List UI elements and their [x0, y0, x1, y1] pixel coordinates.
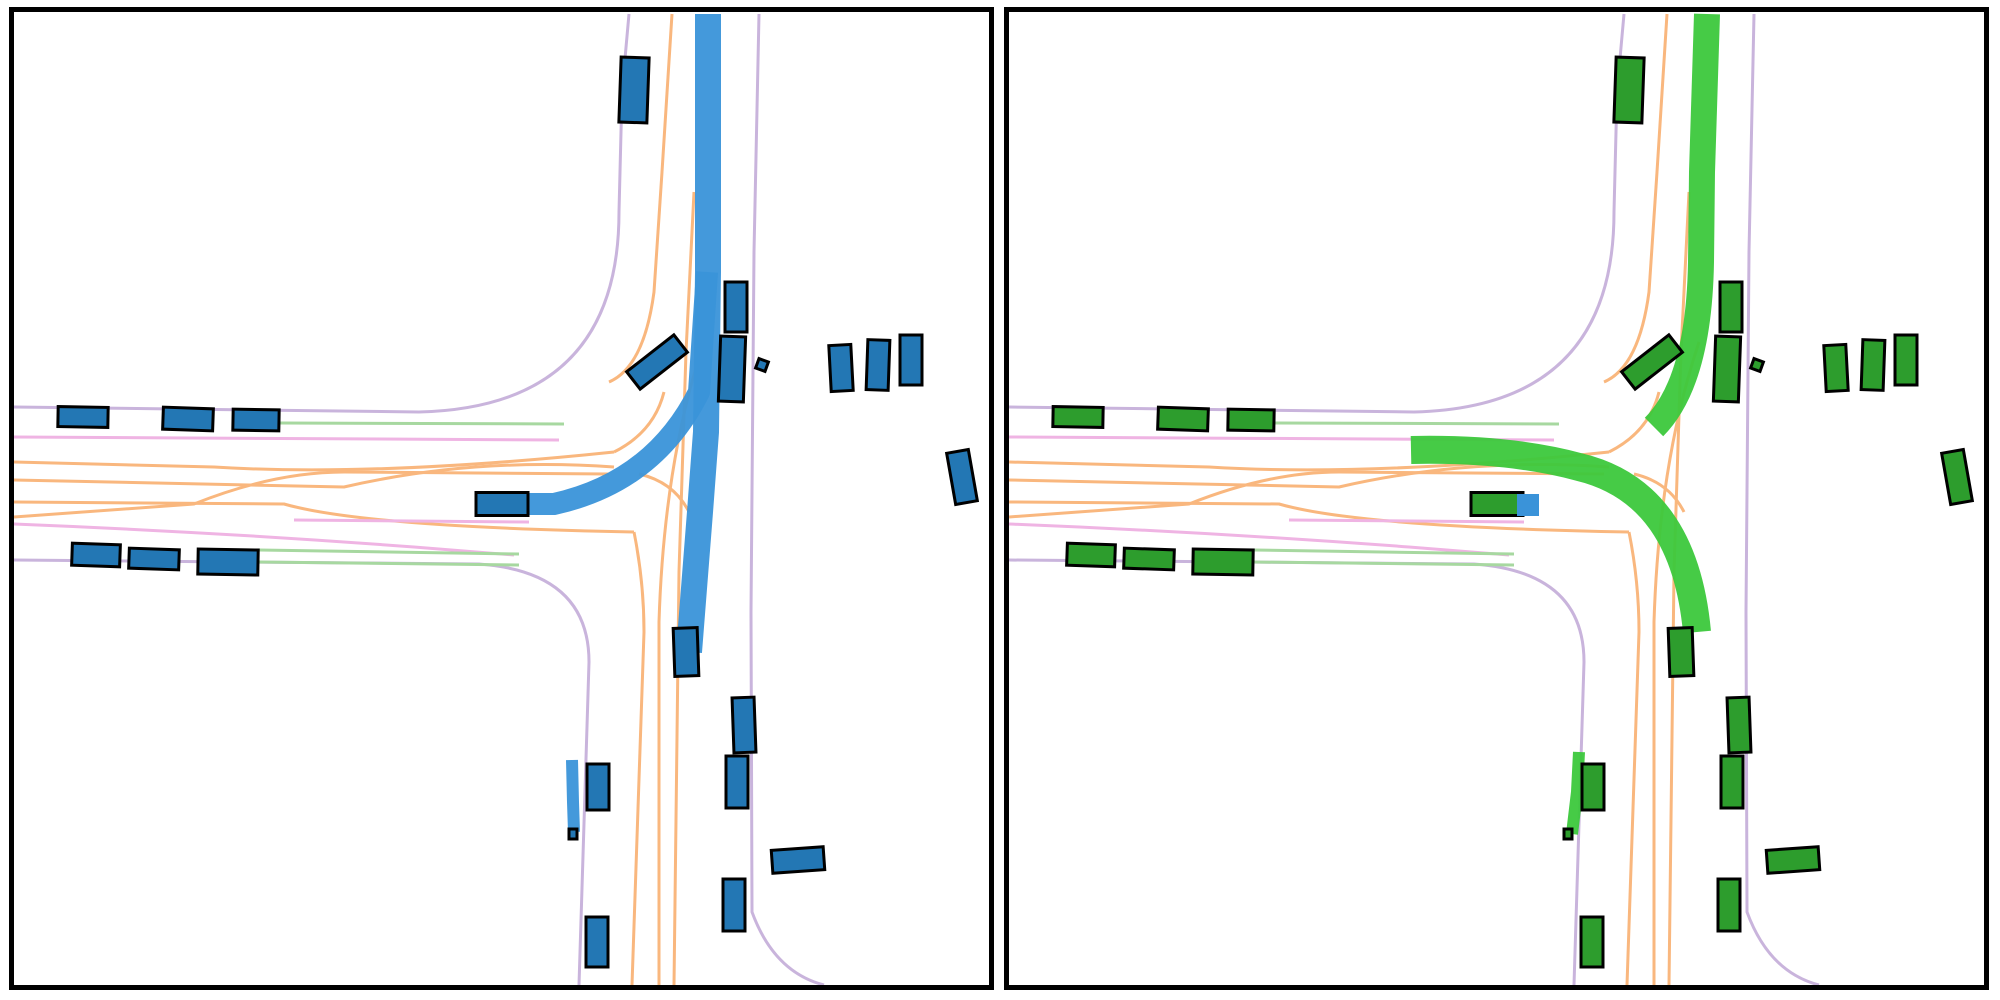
left-vehicle-21	[585, 762, 611, 812]
right-lane-center-4	[1009, 470, 1605, 519]
left-lane-center-9	[638, 472, 691, 513]
left-vehicle-14	[474, 491, 530, 517]
right-vehicle-14	[1469, 491, 1525, 517]
right-vehicle-7	[1939, 447, 1975, 507]
right-lane-center-0	[1603, 13, 1669, 384]
right-road-edge-green-2	[1253, 560, 1515, 567]
right-vehicle-6	[1893, 333, 1919, 387]
left-vehicle-6	[898, 333, 924, 387]
left-lane-center-5	[630, 531, 646, 985]
left-vehicle-8	[56, 405, 110, 429]
right-vehicle-19	[1764, 845, 1822, 875]
left-vehicle-23	[567, 827, 579, 841]
right-vehicle-2	[1711, 334, 1743, 404]
right-vehicle-23	[1562, 827, 1574, 841]
right-vehicle-17	[1725, 695, 1753, 755]
left-road-edge-pink-0	[14, 435, 560, 442]
right-vehicle-5	[1859, 338, 1887, 392]
left-vehicle-10	[231, 407, 281, 433]
left-lane-center-1	[14, 450, 615, 472]
left-vehicle-19	[769, 845, 827, 875]
right-lane-boundary-1	[1009, 558, 1586, 985]
right-vehicle-16	[1666, 626, 1696, 678]
left-vehicle-5	[864, 338, 892, 392]
right-vehicle-0	[1612, 55, 1646, 125]
left-trajectory-0	[676, 14, 721, 654]
right-lane-center-9	[1633, 472, 1686, 513]
right-vehicle-1	[1718, 280, 1744, 334]
right-vehicle-18	[1719, 754, 1745, 810]
right-trajectory-0	[1644, 13, 1720, 437]
left-vehicle-18	[724, 754, 750, 810]
right-panel	[1004, 7, 1989, 990]
right-vehicle-4	[1822, 342, 1850, 394]
left-vehicle-11	[70, 541, 122, 569]
right-vehicle-13	[1191, 547, 1255, 577]
right-lane-boundary-2	[1744, 13, 1820, 985]
right-road-edge-pink-1	[1288, 518, 1525, 524]
left-lane-boundary-2	[749, 13, 825, 985]
left-vehicle-16	[671, 626, 701, 678]
right-trajectory-3	[1566, 751, 1585, 835]
right-lane-center-8	[1608, 391, 1661, 454]
left-vehicle-17	[730, 695, 758, 755]
left-vehicle-20	[721, 877, 747, 933]
right-ego-heading-stub	[1517, 494, 1539, 516]
left-road-edge-green-1	[258, 548, 520, 556]
right-lane-center-6	[1667, 191, 1691, 985]
left-vehicle-2	[716, 334, 748, 404]
right-road-edge-pink-2	[1009, 522, 1510, 557]
left-vehicle-layer	[56, 55, 980, 969]
right-vehicle-12	[1122, 546, 1176, 572]
left-panel	[9, 7, 994, 990]
left-road-edge-green-0	[278, 421, 565, 426]
left-vehicle-22	[584, 915, 610, 969]
left-vehicle-15	[624, 332, 690, 392]
right-trajectory-1	[1410, 435, 1711, 634]
left-trajectory-1	[506, 271, 718, 515]
left-trajectory-layer	[506, 14, 721, 833]
right-road-edge-green-1	[1253, 548, 1515, 556]
right-vehicle-9	[1156, 405, 1210, 433]
left-road-edge-pink-1	[293, 518, 530, 524]
right-map-layer	[1009, 13, 1820, 985]
left-vehicle-9	[161, 405, 215, 433]
right-road-edge-green-0	[1273, 421, 1560, 426]
left-vehicle-12	[127, 546, 181, 572]
left-lane-center-6	[672, 191, 696, 985]
left-lane-center-4	[14, 470, 610, 519]
left-vehicle-13	[196, 547, 260, 577]
right-vehicle-layer	[1051, 55, 1975, 969]
right-lane-boundary-0	[1009, 13, 1626, 414]
left-vehicle-7	[944, 447, 980, 507]
left-lane-center-0	[608, 13, 674, 384]
right-vehicle-20	[1716, 877, 1742, 933]
right-vehicle-10	[1226, 407, 1276, 433]
left-road-edge-pink-2	[14, 522, 515, 557]
left-vehicle-4	[827, 342, 855, 394]
left-road-edge-green-2	[258, 560, 520, 567]
left-lane-boundary-1	[14, 558, 591, 985]
left-lane-boundary-0	[14, 13, 631, 414]
right-vehicle-8	[1051, 405, 1105, 429]
right-vehicle-3	[1748, 356, 1766, 374]
left-vehicle-1	[723, 280, 749, 334]
right-lane-center-5	[1625, 531, 1641, 985]
right-vehicle-11	[1065, 541, 1117, 569]
right-vehicle-15	[1619, 332, 1685, 392]
left-vehicle-3	[753, 356, 771, 374]
right-scene	[1009, 13, 1975, 985]
right-vehicle-21	[1580, 762, 1606, 812]
right-vehicle-22	[1579, 915, 1605, 969]
left-trajectory-2	[566, 759, 580, 833]
left-vehicle-0	[617, 55, 651, 125]
left-lane-center-2	[14, 463, 615, 489]
left-scene	[14, 13, 980, 985]
left-lane-center-8	[613, 391, 666, 454]
right-trajectory-layer	[1410, 13, 1720, 835]
